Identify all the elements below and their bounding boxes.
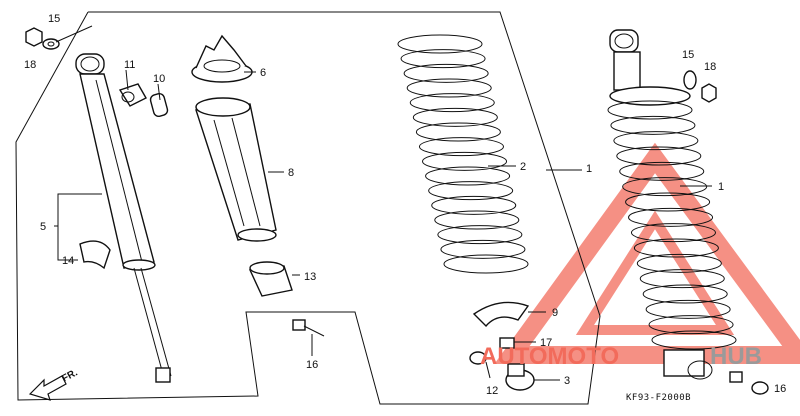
- callout-11: 11: [124, 59, 135, 71]
- leader-lines: [54, 25, 712, 381]
- callout-15-right: 15: [682, 49, 694, 61]
- main-spring: [397, 34, 529, 274]
- washer-12: [469, 351, 487, 365]
- callout-15-left: 15: [48, 13, 60, 25]
- banjo-bolt-3: [505, 363, 535, 391]
- watermark-logo: [494, 142, 800, 364]
- callout-1-right: 1: [718, 181, 724, 193]
- damper-body: [75, 53, 172, 383]
- callout-6: 6: [260, 67, 266, 79]
- callout-9: 9: [552, 307, 558, 319]
- bolt-16-right: [729, 371, 769, 395]
- callout-16-middle: 16: [306, 359, 318, 371]
- callout-labels: 1 1 2 3 5 6 8 9 10 11 12 13 14 15 15 16 …: [24, 13, 786, 397]
- stopper-rubber: [248, 261, 293, 297]
- callout-5: 5: [40, 221, 46, 233]
- front-label: FR.: [60, 367, 80, 384]
- callout-16-right: 16: [774, 383, 786, 395]
- front-direction-indicator: FR.: [28, 367, 80, 401]
- spring-guide: [195, 97, 277, 242]
- callout-14: 14: [62, 255, 74, 267]
- lower-spring-seat: [472, 301, 530, 328]
- watermark-text-secondary: HUB: [710, 343, 762, 370]
- bolt-16-middle: [292, 319, 325, 337]
- callout-1-left: 1: [586, 163, 592, 175]
- nut-18-left: [25, 27, 43, 47]
- shock-assembly: [607, 29, 737, 380]
- joint-collar: [118, 83, 147, 107]
- washer-15-right: [683, 70, 697, 90]
- watermark-text: AUTOMOTO HUB: [480, 343, 762, 370]
- assembly-outline-left: [15, 11, 601, 405]
- nut-18-right: [701, 83, 717, 103]
- callout-13: 13: [304, 271, 316, 283]
- callout-12: 12: [486, 385, 498, 397]
- watermark-text-primary: AUTOMOTO: [480, 343, 619, 370]
- callout-17: 17: [540, 337, 552, 349]
- callout-18-left: 18: [24, 59, 36, 71]
- washer-15-left: [42, 38, 60, 50]
- damper-clip: [79, 240, 111, 270]
- callout-2: 2: [520, 161, 526, 173]
- callout-10: 10: [153, 73, 165, 85]
- callout-3: 3: [564, 375, 570, 387]
- callout-8: 8: [288, 167, 294, 179]
- nut-17: [499, 337, 515, 349]
- joint-bush: [149, 92, 169, 118]
- spring-seat: [191, 34, 253, 83]
- diagram-code: KF93-F2000B: [626, 393, 691, 403]
- callout-18-right: 18: [704, 61, 716, 73]
